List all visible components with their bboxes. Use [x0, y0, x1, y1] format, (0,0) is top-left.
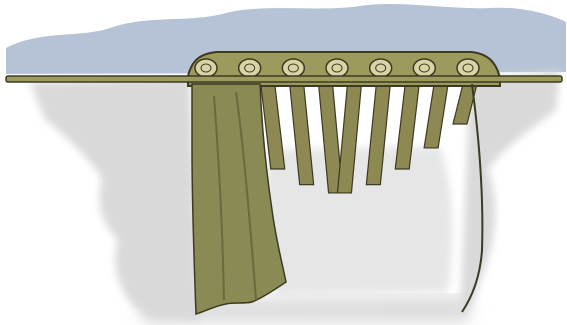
- log-end: [195, 59, 217, 77]
- log-end: [413, 59, 435, 77]
- log-end: [282, 59, 304, 77]
- log-end: [370, 59, 392, 77]
- pit-interior: [264, 146, 452, 296]
- log-end: [457, 59, 479, 77]
- ground-line: [6, 76, 562, 82]
- wall-log: [424, 84, 448, 148]
- log-end: [239, 59, 261, 77]
- log-end: [326, 59, 348, 77]
